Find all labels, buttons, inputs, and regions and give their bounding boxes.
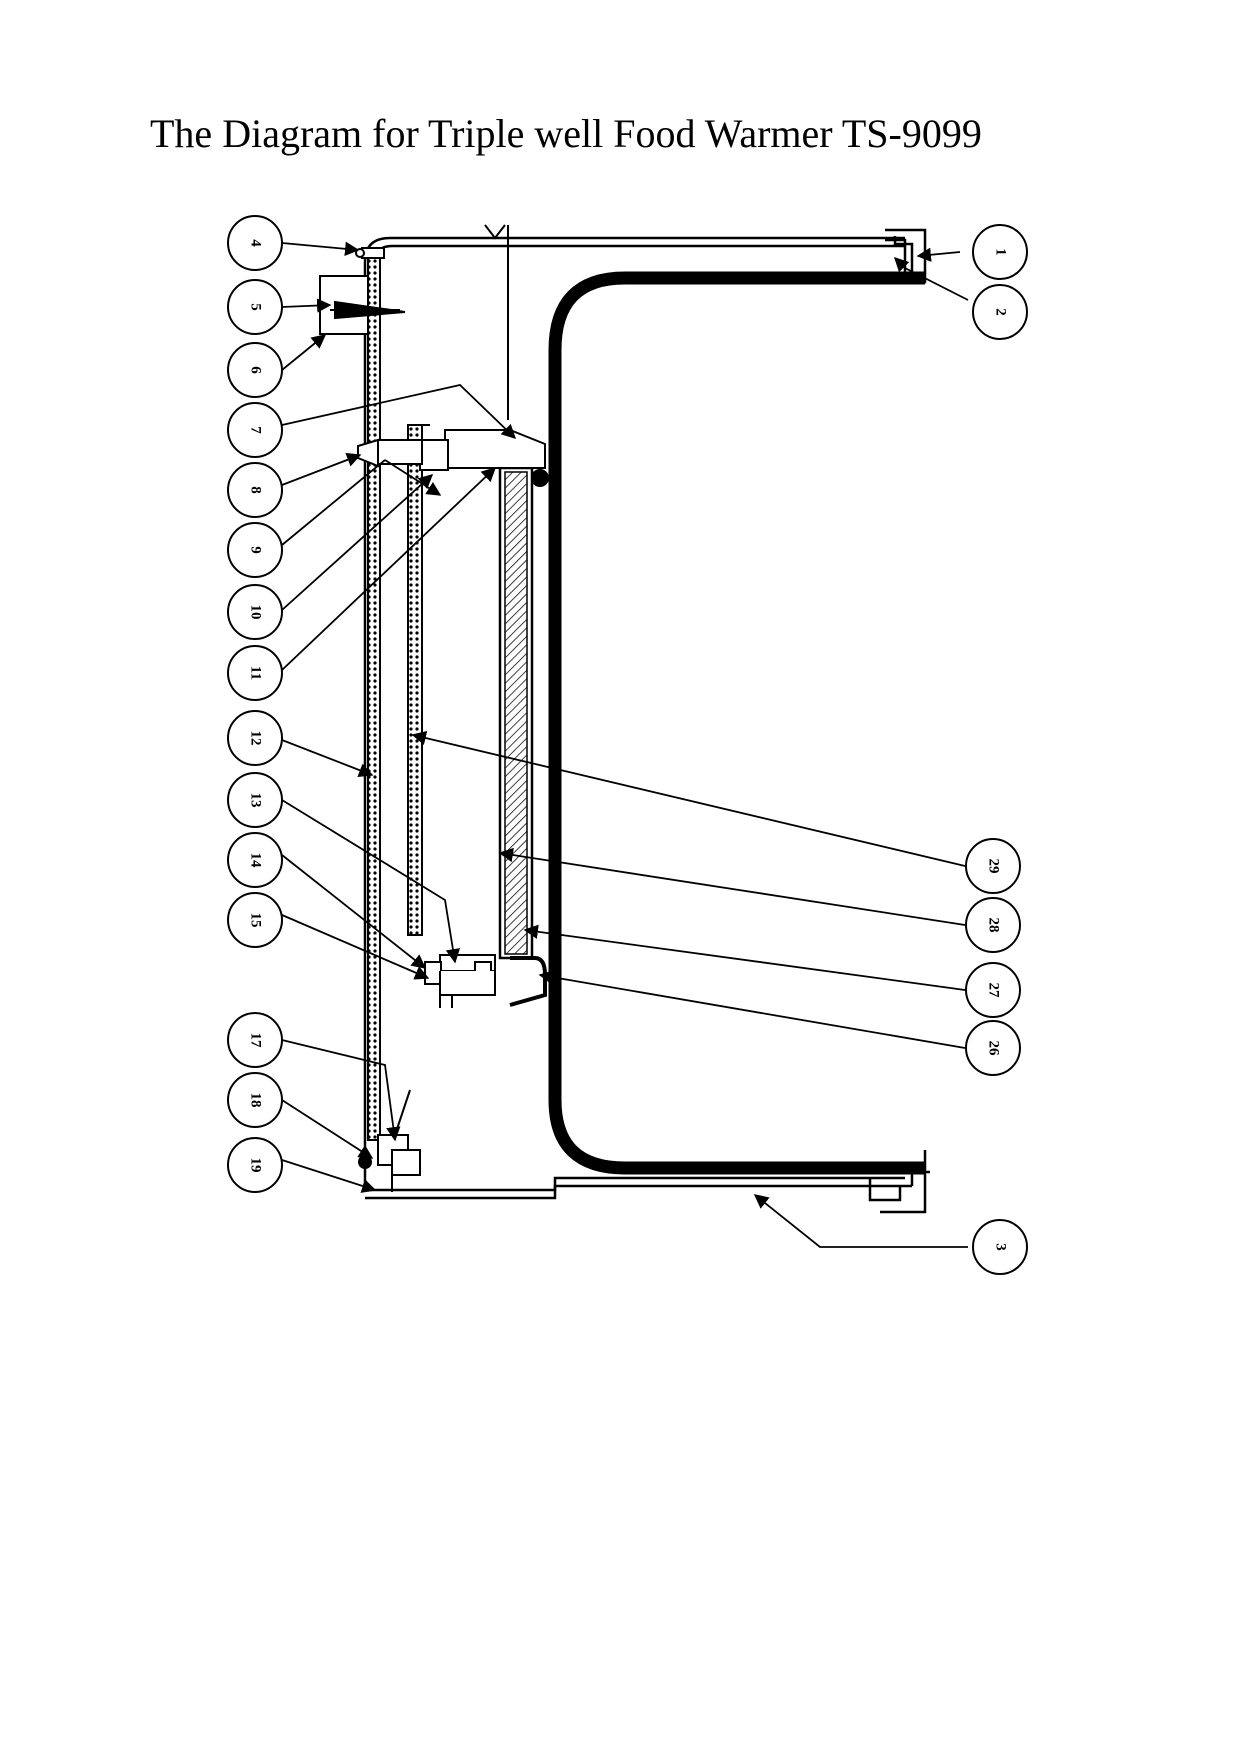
callout-label-29: 29	[986, 859, 1002, 874]
page-title: The Diagram for Triple well Food Warmer …	[150, 111, 982, 156]
callout-label-1: 1	[993, 248, 1009, 256]
outer-housing	[363, 236, 912, 1200]
fastener-bracket	[319, 275, 406, 335]
callout-label-7: 7	[248, 426, 264, 434]
callout-label-19: 19	[248, 1158, 264, 1173]
callout-label-27: 27	[986, 983, 1002, 999]
heating-element	[498, 466, 549, 960]
rivet	[355, 247, 385, 259]
callout-label-5: 5	[248, 303, 264, 311]
callout-labels: 1 2 3 4 5 6 7 8 9 10 11 12 13 14 15 17 1…	[248, 239, 1009, 1251]
inner-heat-plate	[407, 424, 423, 936]
callout-label-28: 28	[986, 918, 1002, 933]
callout-label-3: 3	[993, 1243, 1009, 1251]
callout-label-17: 17	[248, 1033, 264, 1049]
callout-label-10: 10	[248, 605, 264, 620]
callout-circles	[227, 215, 1028, 1275]
callout-label-2: 2	[993, 308, 1009, 316]
callout-label-14: 14	[248, 853, 264, 869]
callout-label-12: 12	[248, 731, 264, 746]
callout-label-6: 6	[248, 366, 264, 374]
callout-label-4: 4	[248, 239, 264, 247]
lower-bracket	[424, 954, 547, 1008]
callout-label-8: 8	[248, 486, 264, 494]
food-well	[548, 271, 925, 1175]
callout-label-9: 9	[248, 546, 264, 554]
callout-label-15: 15	[248, 913, 264, 928]
callout-label-11: 11	[248, 666, 264, 680]
base-insulation-board	[367, 249, 381, 1141]
leader-lines	[281, 241, 969, 1248]
thermostat-assembly	[357, 424, 546, 471]
callout-label-26: 26	[986, 1041, 1002, 1057]
callout-label-13: 13	[248, 793, 264, 808]
bottom-rim	[868, 1150, 930, 1214]
callout-label-18: 18	[248, 1093, 264, 1108]
